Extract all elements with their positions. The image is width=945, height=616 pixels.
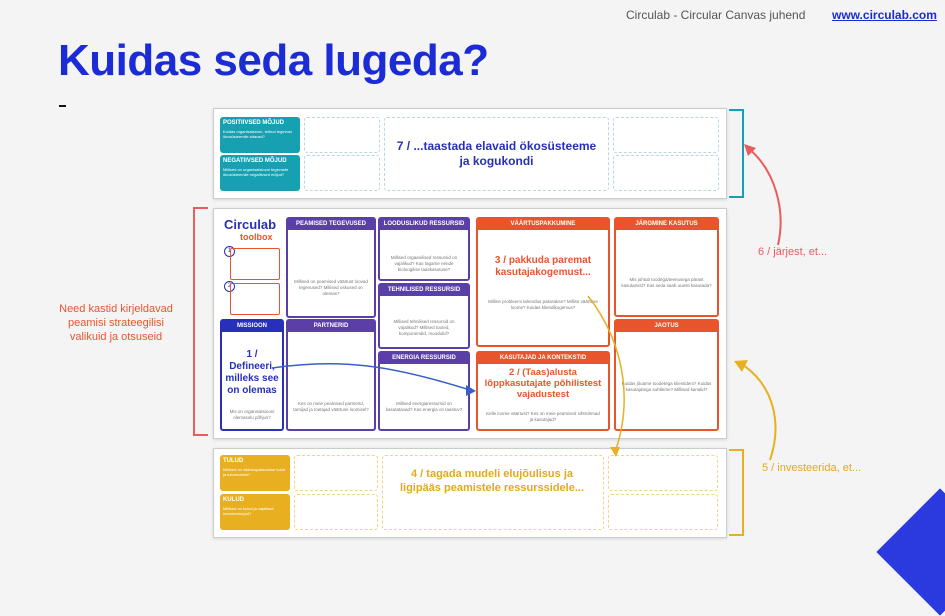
finance-canvas: TULUD Millised on väärtuspakkumise tulud… <box>213 448 727 538</box>
costs-label: KULUD Millised on kulud ja vajalikud inv… <box>220 494 290 530</box>
impacts-canvas: POSITIIVSED MÕJUD Kuidas organisatsioon,… <box>213 108 727 199</box>
natural-resources-box: LOODUSLIKUD RESSURSID Millised orgaanili… <box>378 217 470 281</box>
main-activities-head: PEAMISED TEGEVUSED <box>288 219 374 230</box>
energy-resources-small: Millised energiaressursid on kasutatavad… <box>385 401 463 412</box>
main-activities-box: PEAMISED TEGEVUSED Millised on peamised … <box>286 217 376 318</box>
distribution-box: JAOTUS Kuidas jõuame toodetega klientide… <box>614 319 719 431</box>
positive-impacts-label: POSITIIVSED MÕJUD Kuidas organisatsioon,… <box>220 117 300 153</box>
finance-cell <box>294 494 378 530</box>
mission-small: Mis on organisatsiooni olemasolu põhjus? <box>229 409 275 420</box>
right-top-text: 6 / järjest, et... <box>758 246 828 258</box>
impact-cell <box>304 155 380 191</box>
right-bracket-yellow <box>729 449 744 536</box>
corner-decoration-bottom-right <box>876 488 945 616</box>
positive-impacts-desc: Kuidas organisatsioon, tehtud tegevusi ö… <box>223 129 292 139</box>
distribution-small: Kuidas jõuame toodetega klientideni? Kui… <box>621 381 712 392</box>
finance-center-text: 4 / tagada mudeli elujõulisus ja ligipää… <box>399 468 585 494</box>
next-use-head: JÄRGMINE KASUTUS <box>616 219 717 230</box>
finance-cell <box>608 455 718 491</box>
left-bracket <box>193 207 208 436</box>
header-link[interactable]: www.circulab.com <box>832 8 937 22</box>
next-use-box: JÄRGMINE KASUTUS Mis juhtub toodega/teen… <box>614 217 719 317</box>
arrow-to-impacts <box>744 144 782 246</box>
value-proposition-big: 3 / pakkuda paremat kasutajakogemust... <box>494 255 592 278</box>
header-subtitle: Circulab - Circular Canvas juhend <box>626 8 806 22</box>
energy-resources-box: ENERGIA RESSURSID Millised energiaressur… <box>378 351 470 431</box>
mission-big: 1 / Defineeri, milleks see on olemas <box>225 349 279 396</box>
users-head: KASUTAJAD JA KONTEKSTID <box>478 353 608 364</box>
users-big: 2 / (Taas)alusta lõppkasutajate põhilist… <box>484 367 602 400</box>
logo-field-1 <box>230 248 280 280</box>
value-proposition-head: VÄÄRTUSPAKKUMINE <box>478 219 608 230</box>
next-use-small: Mis juhtub toodega/teenusega pärast kasu… <box>621 277 712 288</box>
natural-resources-head: LOODUSLIKUD RESSURSID <box>380 219 468 230</box>
impact-center-cell <box>384 117 609 191</box>
value-proposition-small: Milline probleemi lahendus pakutakse? Mi… <box>488 299 598 310</box>
mission-box: MISSIOON 1 / Defineeri, milleks see on o… <box>220 319 284 431</box>
technical-resources-small: Millised tehnilised ressursid on vajalik… <box>393 319 455 336</box>
right-bracket-teal <box>729 109 744 198</box>
costs-title: KULUD <box>223 497 244 503</box>
income-label: TULUD Millised on väärtuspakkumise tulud… <box>220 455 290 491</box>
costs-desc: Millised on kulud ja vajalikud investeer… <box>223 506 274 516</box>
distribution-head: JAOTUS <box>616 321 717 332</box>
technical-resources-box: TEHNILISED RESSURSID Millised tehnilised… <box>378 283 470 349</box>
negative-impacts-label: NEGATIIVSED MÕJUD Millised on organisats… <box>220 155 300 191</box>
mission-head: MISSIOON <box>222 321 282 332</box>
users-small: Kelle loome väärtust? Kes on meie peamis… <box>486 411 600 422</box>
step-circle-1: 1 <box>224 246 235 257</box>
finance-cell <box>608 494 718 530</box>
negative-impacts-title: NEGATIIVSED MÕJUD <box>223 158 287 164</box>
finance-cell <box>294 455 378 491</box>
step-circle-2: 2 <box>224 281 235 292</box>
value-proposition-box: VÄÄRTUSPAKKUMINE 3 / pakkuda paremat kas… <box>476 217 610 347</box>
impact-cell <box>613 155 719 191</box>
energy-resources-head: ENERGIA RESSURSID <box>380 353 468 364</box>
partners-small: Kes on meie peamised partnerid, tarnijad… <box>293 401 369 412</box>
left-side-text: Need kastid kirjeldavad peamisi strateeg… <box>59 303 173 343</box>
impact-cell <box>304 117 380 153</box>
title-dash <box>59 105 66 107</box>
arrow-to-distribution <box>734 360 777 461</box>
negative-impacts-desc: Millised on organisatsiooni tegevuste ök… <box>223 167 289 177</box>
partners-box: PARTNERID Kes on meie peamised partnerid… <box>286 319 376 431</box>
right-bottom-text: 5 / investeerida, et... <box>762 462 862 474</box>
natural-resources-small: Millised orgaanilised ressursid on vajal… <box>390 255 458 272</box>
main-activities-small: Millised on peamised väärtust loovad teg… <box>294 279 368 296</box>
main-canvas: Circulab toolbox 1 2 MISSIOON 1 / Define… <box>213 208 727 439</box>
users-box: KASUTAJAD JA KONTEKSTID 2 / (Taas)alusta… <box>476 351 610 431</box>
impacts-center-text: 7 / ...taastada elavaid ökosüsteeme ja k… <box>396 139 597 168</box>
page-title: Kuidas seda lugeda? <box>58 36 489 85</box>
finance-center-cell <box>382 455 604 530</box>
inner-arrows <box>271 295 625 457</box>
income-title: TULUD <box>223 458 244 464</box>
partners-head: PARTNERID <box>288 321 374 332</box>
impact-cell <box>613 117 719 153</box>
logo-field-2 <box>230 283 280 315</box>
positive-impacts-title: POSITIIVSED MÕJUD <box>223 120 285 126</box>
technical-resources-head: TEHNILISED RESSURSID <box>380 285 468 296</box>
income-desc: Millised on väärtuspakkumise tulud ja tu… <box>223 467 286 477</box>
circulab-logo: Circulab <box>224 217 277 232</box>
toolbox-logo: toolbox <box>240 232 273 242</box>
